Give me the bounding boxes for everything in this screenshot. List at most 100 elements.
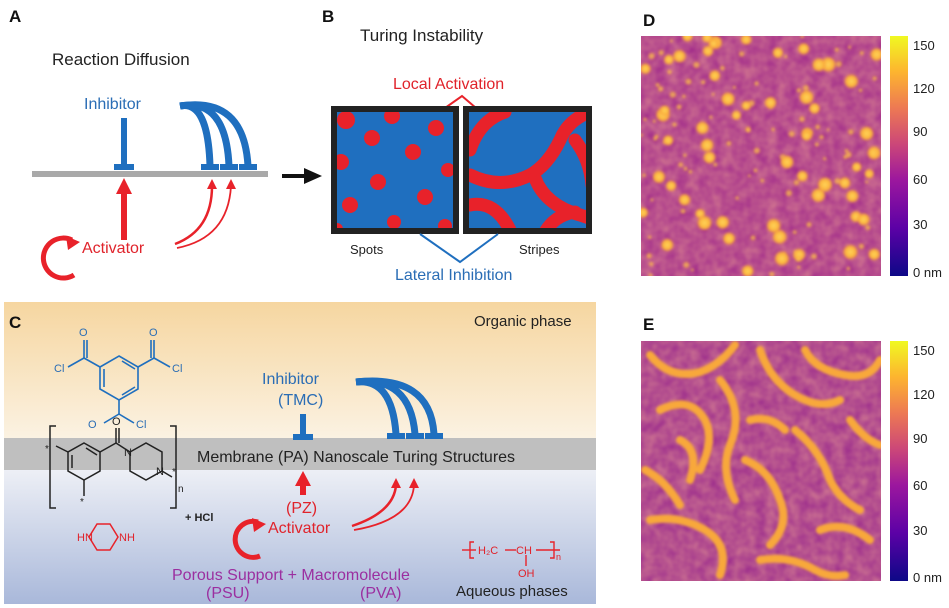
afm-spot	[641, 133, 644, 137]
afm-spot	[814, 124, 821, 130]
afm-spot	[797, 42, 810, 55]
afm-spot	[648, 261, 654, 267]
hcl-label: + HCl	[185, 512, 213, 524]
afm-spot	[835, 60, 843, 68]
panel-e-tick-120: 120	[913, 387, 935, 402]
afm-spot	[768, 271, 775, 276]
afm-spot	[814, 142, 820, 147]
panel-e-tick-90: 90	[913, 431, 927, 446]
afm-spot	[648, 52, 656, 60]
afm-spot	[732, 85, 737, 90]
pa-n-sub: n	[178, 484, 184, 495]
afm-spot	[720, 91, 736, 107]
afm-spot	[678, 193, 691, 207]
panel-d-tick-60: 60	[913, 172, 927, 187]
afm-spot	[843, 73, 859, 89]
tmc-o-3: O	[88, 419, 97, 431]
afm-spot	[873, 150, 878, 155]
pz-hn: HN	[77, 532, 93, 544]
afm-spot	[868, 171, 872, 175]
afm-spot	[766, 218, 782, 234]
afm-spot	[741, 100, 752, 111]
afm-spot	[715, 215, 730, 230]
afm-spot	[660, 238, 674, 252]
afm-spot	[793, 249, 798, 254]
panel-d-tick-150: 150	[913, 38, 935, 53]
afm-spot	[866, 145, 881, 161]
activator-arc-1	[174, 185, 214, 246]
afm-spot	[847, 128, 855, 136]
afm-spot	[683, 166, 688, 171]
panel-c-inhibitor-label: Inhibitor	[262, 371, 320, 388]
pa-n-1: N	[124, 447, 132, 459]
afm-spot	[725, 140, 732, 147]
afm-spot	[688, 169, 693, 174]
afm-spot	[696, 215, 713, 231]
panel-a: A Reaction Diffusion Inhibitor Activator	[9, 7, 268, 281]
afm-spot	[802, 84, 810, 92]
tmc-molecule	[67, 340, 171, 424]
lateral-inhibition-pointer	[419, 233, 499, 264]
afm-spot	[865, 180, 869, 184]
afm-spot	[741, 264, 755, 276]
panel-d: D 150 120 90 60 30 0 nm	[641, 11, 942, 280]
panel-c-pz-label: (PZ)	[286, 500, 317, 517]
afm-spot	[810, 253, 818, 260]
afm-spot	[669, 39, 674, 43]
afm-spot	[722, 232, 736, 246]
afm-spot	[818, 134, 825, 140]
tmc-cl-3: Cl	[136, 419, 146, 431]
afm-spot	[856, 212, 871, 227]
afm-spot	[655, 82, 660, 88]
afm-spot	[700, 79, 706, 85]
local-activation-label: Local Activation	[393, 76, 504, 93]
panel-c-activator-self-loop	[232, 518, 261, 560]
afm-spot	[740, 36, 753, 46]
support-label: Porous Support + Macromolecule	[172, 567, 410, 584]
pa-n-2: N	[156, 466, 164, 478]
afm-spot	[731, 110, 742, 121]
afm-spot	[798, 115, 806, 123]
afm-spot	[808, 102, 821, 115]
afm-spot	[774, 250, 790, 267]
afm-stripes-image	[641, 341, 881, 581]
panel-e-colorbar-ticks: 150 120 90 60 30 0 nm	[913, 343, 942, 585]
pa-star-3: *	[172, 467, 176, 478]
afm-spot	[858, 243, 865, 250]
afm-spot	[641, 206, 649, 219]
afm-spot	[745, 127, 751, 133]
panel-c: C Organic phase Aqueous phases Membrane …	[4, 302, 596, 604]
afm-spot	[858, 88, 863, 93]
afm-spot	[772, 47, 784, 59]
pz-nh: NH	[119, 532, 135, 544]
afm-spot	[652, 170, 666, 184]
afm-spot	[662, 134, 674, 146]
panel-e-tick-60: 60	[913, 478, 927, 493]
afm-spot	[669, 91, 677, 99]
pa-star-2: *	[80, 497, 84, 508]
afm-spot	[652, 119, 657, 124]
afm-spot	[735, 195, 740, 201]
panel-e-colorbar	[890, 341, 908, 581]
tmc-cl-1: Cl	[54, 363, 64, 375]
tmc-cl-2: Cl	[172, 363, 182, 375]
pa-star-1: *	[45, 444, 49, 455]
afm-spot	[641, 62, 652, 75]
pa-polymer	[49, 425, 177, 509]
afm-spot	[794, 255, 803, 263]
panel-d-tick-90: 90	[913, 124, 927, 139]
panel-c-inhibitor-arcs	[355, 377, 438, 435]
afm-spot	[822, 156, 827, 161]
afm-spot	[680, 208, 686, 215]
afm-spot	[665, 180, 677, 192]
afm-spot	[851, 161, 862, 173]
afm-spots-image	[641, 36, 881, 276]
panel-c-letter: C	[9, 313, 21, 332]
pva-ch: CH	[516, 545, 532, 557]
afm-spot	[834, 47, 840, 53]
afm-spot	[708, 69, 721, 82]
afm-spot	[711, 92, 715, 97]
afm-spot	[869, 47, 881, 62]
lateral-inhibition-label: Lateral Inhibition	[395, 267, 512, 284]
